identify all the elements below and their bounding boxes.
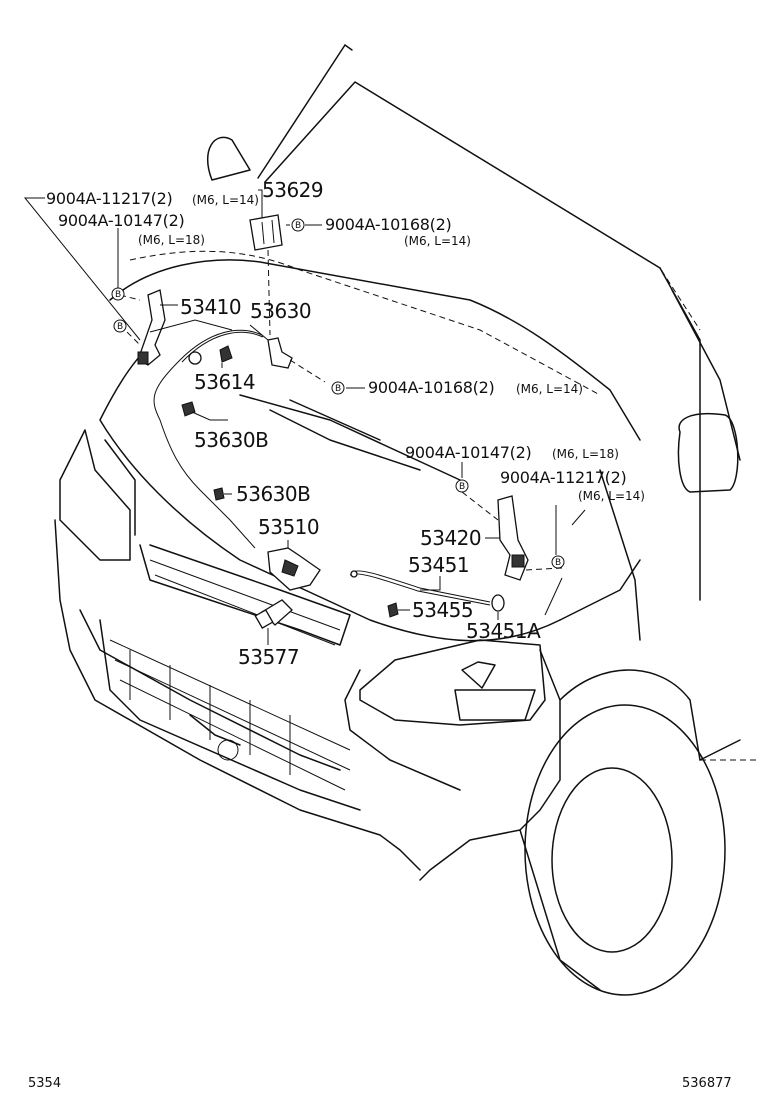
footer-right-code: 536877 — [682, 1076, 732, 1091]
b-markers: B B B B B B — [111, 218, 565, 569]
label-9004a-10168-top: 9004A-10168(2) — [325, 215, 451, 234]
label-53451: 53451 — [408, 553, 469, 577]
part-53630-cushion — [267, 337, 293, 369]
label-9004a-11217-left-spec: (M6, L=14) — [192, 193, 259, 207]
svg-text:B: B — [295, 221, 301, 231]
parts — [137, 214, 529, 629]
part-53630-cable — [153, 329, 263, 549]
part-labels: 9004A-11217(2) (M6, L=14) 9004A-10147(2)… — [46, 178, 645, 669]
part-53614-clip — [219, 345, 233, 363]
label-53630: 53630 — [250, 299, 311, 323]
svg-text:B: B — [335, 384, 341, 394]
label-9004a-10147-right: 9004A-10147(2) — [405, 443, 531, 462]
part-53630b-clip-1 — [181, 401, 196, 417]
svg-text:B: B — [459, 482, 465, 492]
label-9004a-10168-top-spec: (M6, L=14) — [404, 234, 471, 248]
b-marker-icon: B — [331, 381, 345, 395]
b-marker-icon: B — [291, 218, 305, 232]
label-9004a-10168-mid-spec: (M6, L=14) — [516, 382, 583, 396]
label-9004a-11217-right: 9004A-11217(2) — [500, 468, 626, 487]
part-53455-clip — [387, 602, 399, 618]
label-53455: 53455 — [412, 598, 473, 622]
label-53614: 53614 — [194, 370, 255, 394]
b-marker-icon: B — [113, 319, 127, 333]
label-9004a-10168-mid: 9004A-10168(2) — [368, 378, 494, 397]
label-53630b-2: 53630B — [236, 482, 310, 506]
label-53410: 53410 — [180, 295, 241, 319]
label-9004a-10147-left-spec: (M6, L=18) — [138, 233, 205, 247]
label-9004a-10147-right-spec: (M6, L=18) — [552, 447, 619, 461]
vehicle-outline — [54, 44, 760, 996]
b-marker-icon: B — [455, 479, 469, 493]
part-53629-plate — [249, 214, 283, 251]
b-marker-icon: B — [111, 287, 125, 301]
label-53420: 53420 — [420, 526, 481, 550]
label-53451a: 53451A — [466, 619, 541, 643]
label-53510: 53510 — [258, 515, 319, 539]
label-9004a-11217-right-spec: (M6, L=14) — [578, 489, 645, 503]
svg-text:B: B — [117, 322, 123, 332]
part-53630b-clip-2 — [213, 487, 225, 501]
part-53451a-grommet — [491, 594, 505, 612]
b-marker-icon: B — [551, 555, 565, 569]
label-9004a-11217-left: 9004A-11217(2) — [46, 189, 172, 208]
label-53630b-1: 53630B — [194, 428, 268, 452]
svg-text:B: B — [115, 290, 121, 300]
label-53629: 53629 — [262, 178, 323, 202]
footer-left-code: 5354 — [28, 1076, 62, 1091]
label-9004a-10147-left: 9004A-10147(2) — [58, 211, 184, 230]
label-53577: 53577 — [238, 645, 299, 669]
svg-text:B: B — [555, 558, 561, 568]
